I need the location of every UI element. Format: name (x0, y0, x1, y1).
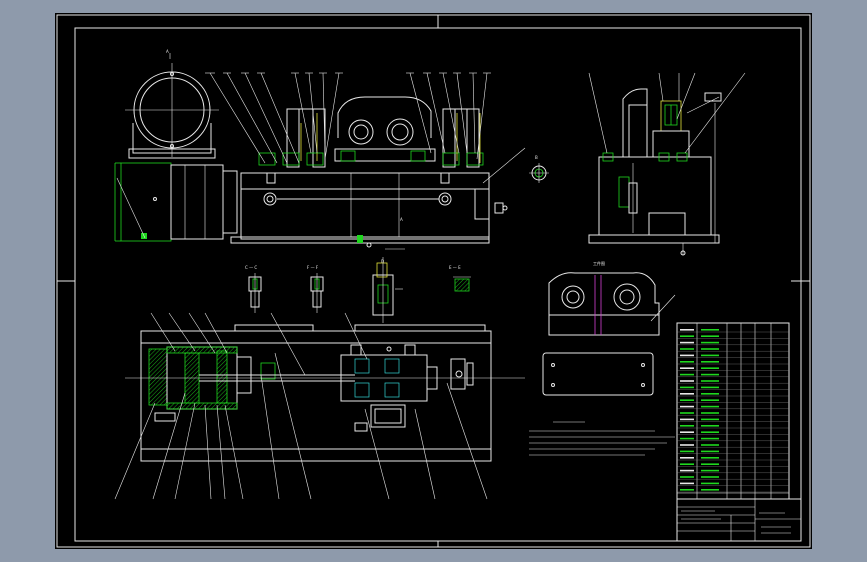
section-label-e: E — E (449, 265, 461, 270)
table-row-text (701, 444, 719, 446)
technical-notes (529, 421, 675, 456)
section-views: C — C F — F D E — E (245, 257, 471, 323)
table-row-text (701, 386, 719, 389)
drawing-sheet: A (55, 13, 812, 549)
table-row-text (701, 476, 719, 478)
label-a-arrow: A (400, 217, 403, 222)
table-row-text (701, 405, 719, 408)
table-row-text (680, 341, 694, 344)
table-row-text (680, 437, 694, 440)
table-row-text (701, 329, 719, 331)
detail-circle-view: B (529, 155, 549, 183)
table-row-text (701, 489, 719, 491)
table-row-text (701, 367, 719, 369)
table-row-text (680, 476, 694, 478)
section-label-f: F — F (307, 265, 319, 270)
table-row-text (701, 431, 719, 433)
table-row-text (680, 469, 694, 472)
bottom-plan-view (114, 312, 525, 500)
leader-lines-top (205, 72, 526, 184)
title-block (676, 498, 802, 542)
table-row-text (701, 457, 719, 459)
table-row-text (680, 393, 694, 395)
table-row-text (680, 361, 694, 363)
table-row-text (701, 373, 719, 376)
table-row-text (701, 425, 719, 427)
main-front-view: A (230, 96, 508, 250)
table-row-text (680, 444, 694, 446)
table-row-text (701, 354, 719, 357)
table-row-text (701, 418, 719, 421)
table-row-text (701, 437, 719, 440)
workpiece-title: 工件图 (593, 260, 605, 266)
label-end-view: A (166, 49, 169, 54)
side-view-right (588, 72, 746, 256)
section-label-c: C — C (245, 265, 257, 270)
table-row-text (680, 386, 694, 389)
table-row-text (680, 329, 694, 331)
cad-drawing: A (56, 14, 811, 548)
table-row-text (680, 354, 694, 357)
table-row-text (680, 367, 694, 369)
section-label-d: D (381, 259, 384, 264)
table-row-text (680, 412, 694, 414)
table-row-text (701, 380, 719, 382)
workpiece-drawing: 工件图 (542, 260, 676, 396)
label-detail: B (535, 155, 538, 160)
table-row-text (680, 373, 694, 376)
table-row-text (701, 393, 719, 395)
table-row-text (680, 457, 694, 459)
end-view-top-left: A (125, 49, 219, 159)
table-row-text (701, 469, 719, 472)
motor-side-view (114, 162, 238, 242)
table-row-text (680, 399, 694, 401)
table-row-text (680, 482, 694, 485)
table-row-text (701, 348, 719, 350)
table-row-text (701, 341, 719, 344)
table-row-text (701, 335, 719, 337)
table-row-text (701, 482, 719, 485)
table-row-text (680, 450, 694, 453)
table-row-text (701, 399, 719, 401)
table-row-text (680, 335, 694, 337)
table-row-text (701, 450, 719, 453)
table-row-text (680, 431, 694, 433)
table-row-text (701, 412, 719, 414)
table-row-text (680, 380, 694, 382)
table-row-text (680, 405, 694, 408)
table-row-text (680, 348, 694, 350)
table-row-text (680, 425, 694, 427)
table-row-text (680, 463, 694, 465)
table-row-text (680, 489, 694, 491)
table-row-text (701, 463, 719, 465)
table-row-text (701, 361, 719, 363)
table-row-text (680, 418, 694, 421)
